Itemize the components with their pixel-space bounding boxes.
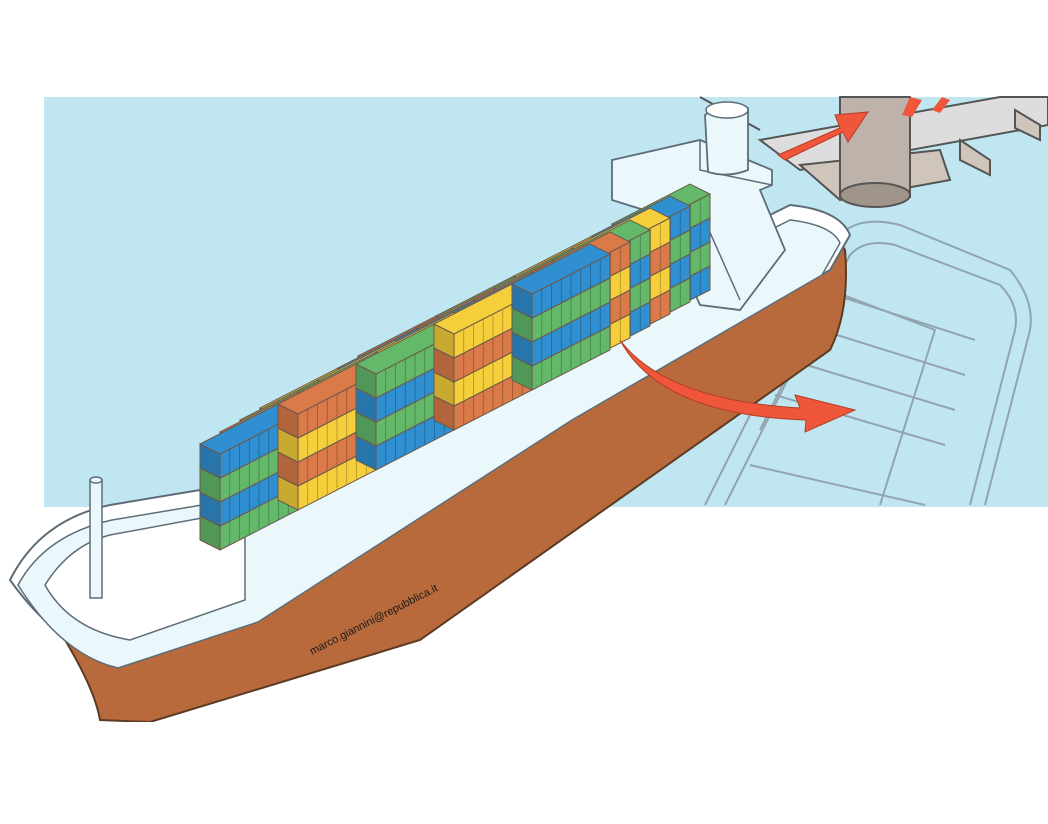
arrow-up-icon bbox=[902, 97, 922, 117]
container-top bbox=[510, 243, 612, 295]
mast bbox=[89, 479, 103, 599]
arrow-icon bbox=[776, 111, 869, 161]
arrow-up-icon-2 bbox=[932, 97, 950, 113]
transfer-arrow-icon bbox=[619, 339, 857, 433]
bottom-margin bbox=[0, 722, 1048, 824]
container-stack bbox=[198, 183, 712, 551]
